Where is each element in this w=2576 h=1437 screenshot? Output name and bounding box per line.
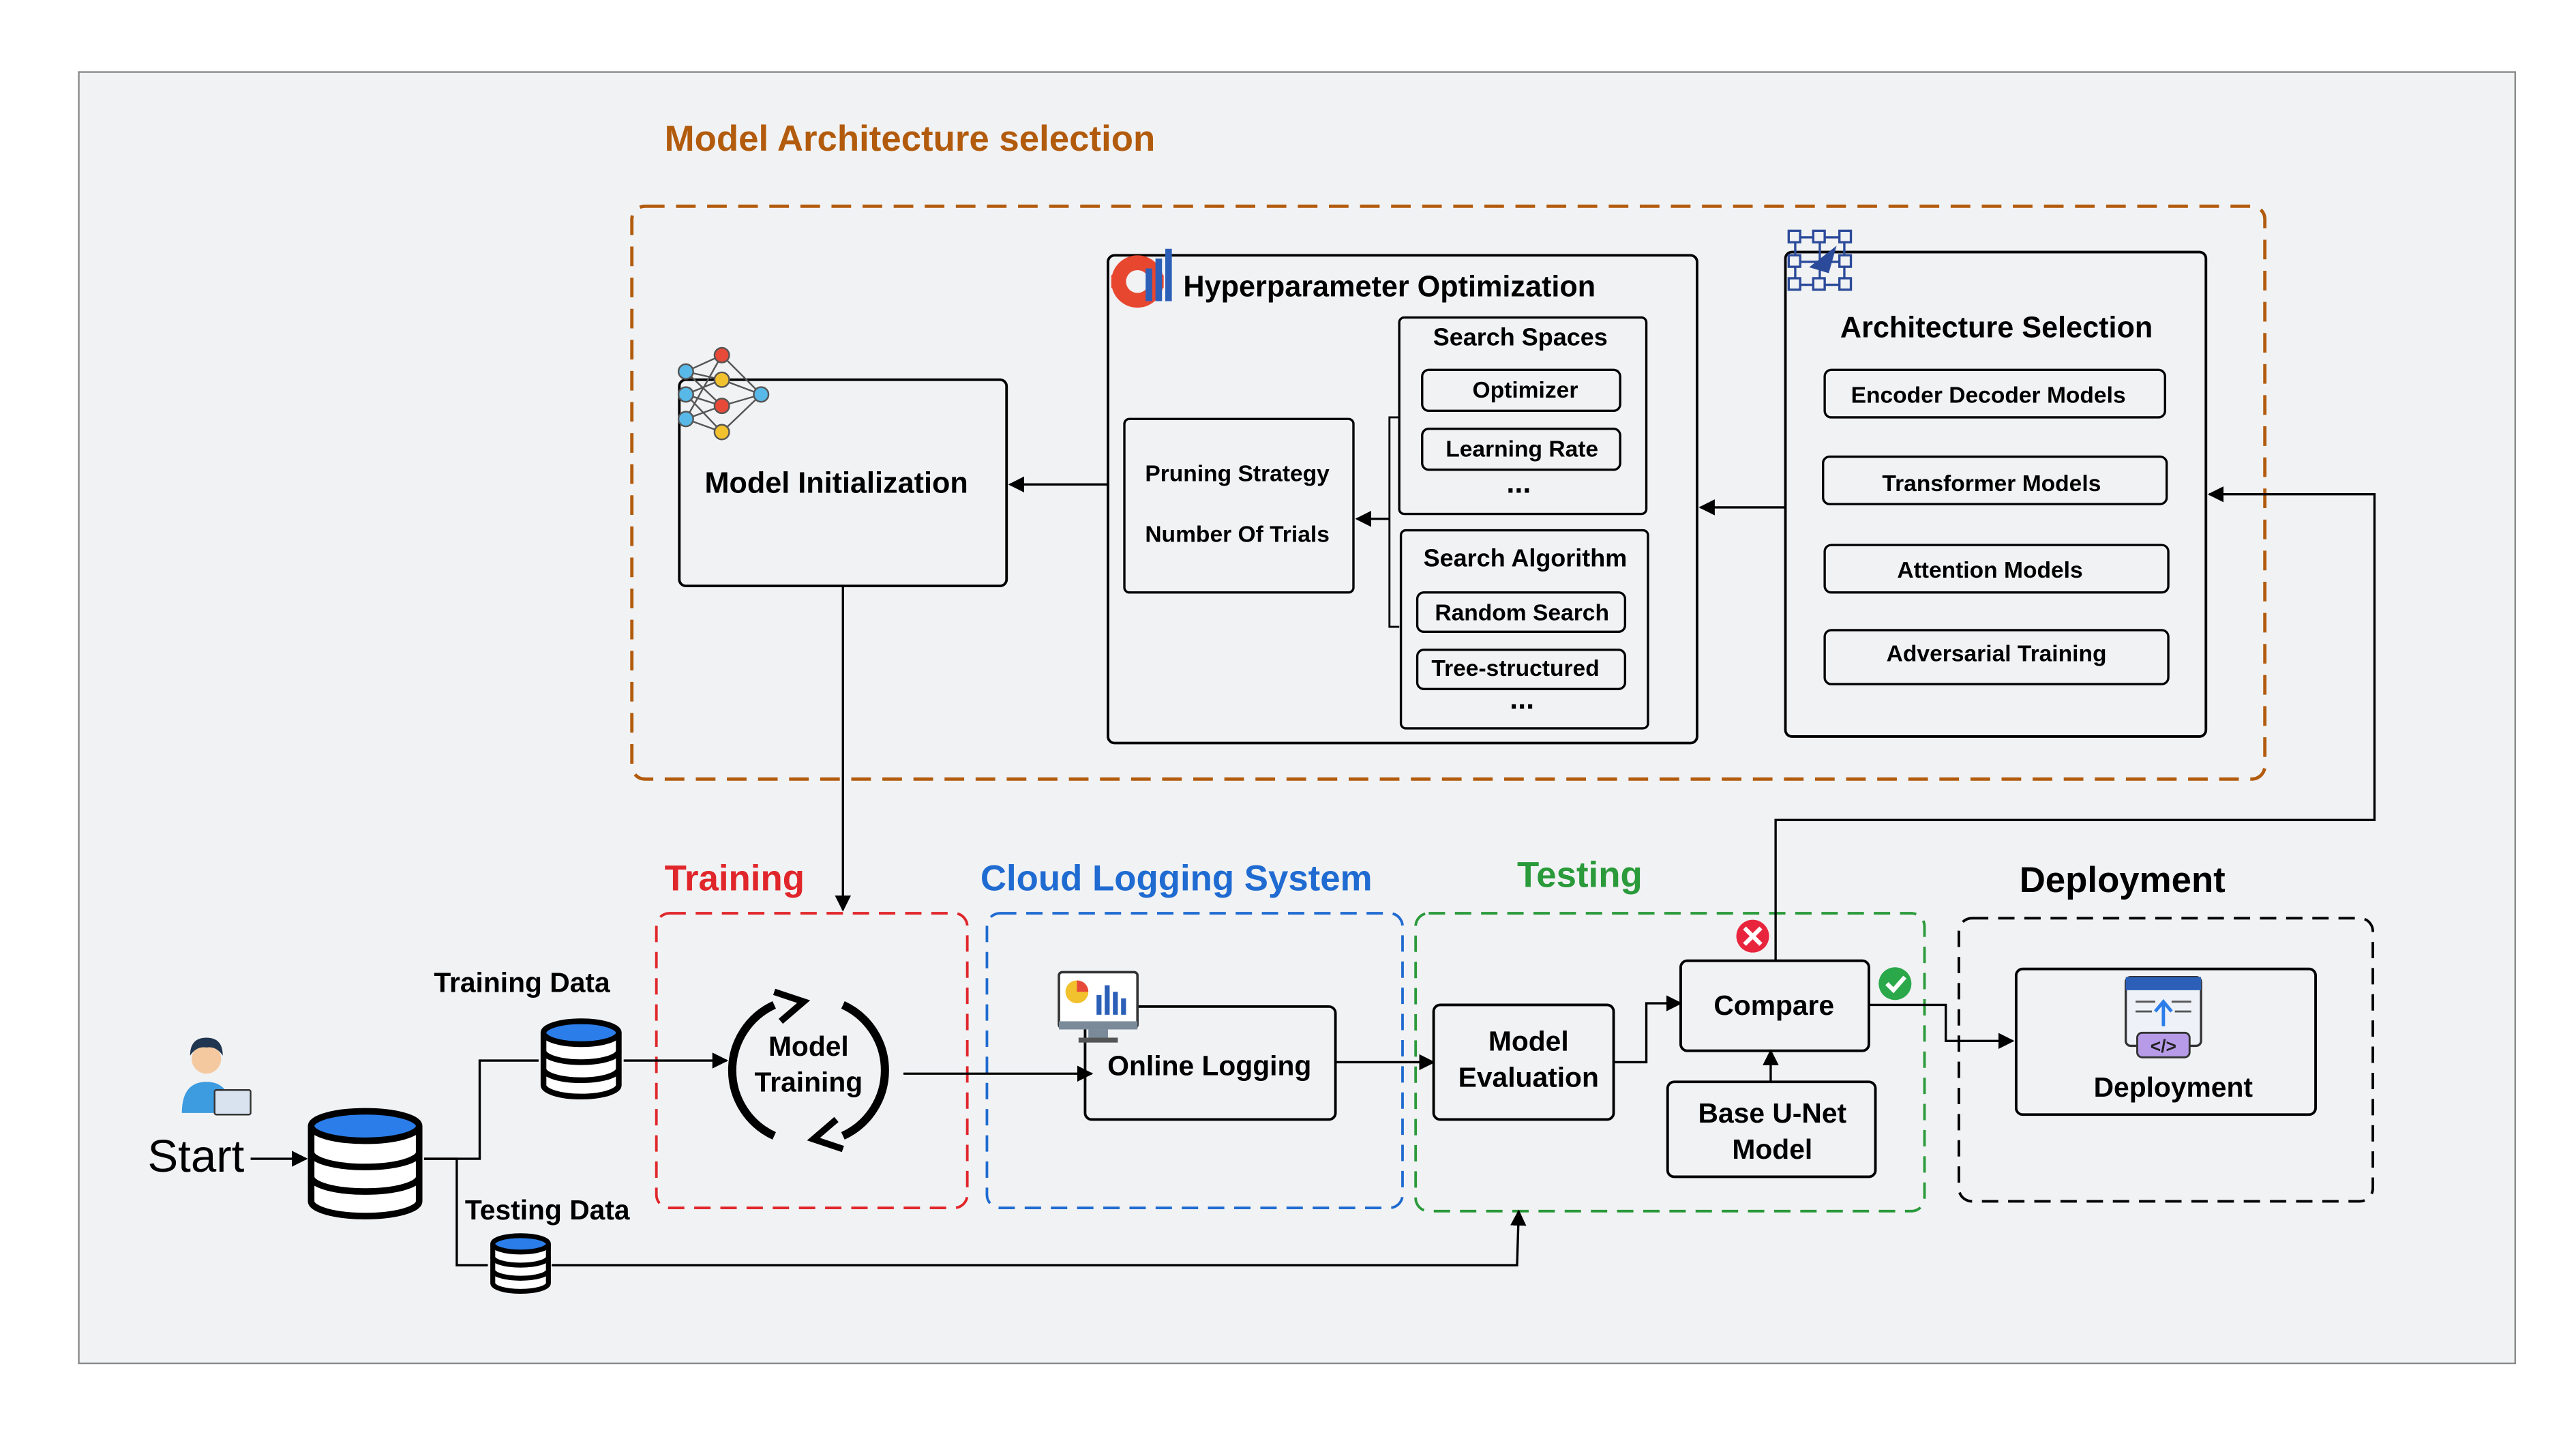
transformer-label: Transformer Models (1882, 471, 2101, 497)
number-of-trials-label: Number Of Trials (1145, 522, 1330, 547)
testing-stage-title: Testing (1517, 855, 1643, 895)
code-window-icon: </> (2125, 975, 2202, 1058)
search-spaces-more: ... (1506, 466, 1531, 499)
cloud-logging-title: Cloud Logging System (980, 858, 1373, 898)
arrow-compare-to-deployment (1868, 1003, 2015, 1050)
search-spaces-title: Search Spaces (1433, 323, 1608, 351)
cycle-arrows-icon (728, 988, 889, 1153)
model-evaluation-line2: Evaluation (1458, 1061, 1599, 1093)
start-label: Start (147, 1131, 244, 1182)
pruning-trials-box[interactable] (1123, 417, 1355, 594)
base-unet-line1: Base U-Net (1698, 1097, 1847, 1129)
attention-option[interactable] (1823, 544, 2170, 594)
arrow-testingdata-to-evaluation (552, 1209, 1527, 1266)
deployment-stage-title: Deployment (2020, 860, 2226, 900)
user-laptop-icon (181, 1037, 252, 1116)
online-logging-label: Online Logging (1107, 1050, 1311, 1082)
adversarial-option[interactable] (1823, 629, 2170, 685)
search-bracket (1388, 416, 1400, 628)
model-evaluation-line1: Model (1488, 1026, 1569, 1057)
random-search-option[interactable] (1416, 591, 1627, 633)
arrow-compare-feedback-to-arch (1774, 486, 2376, 961)
testing-stage-frame (1414, 912, 1926, 1213)
encoder-decoder-option[interactable] (1823, 368, 2166, 419)
training-data-db-icon (540, 1018, 622, 1100)
arrow-evaluation-to-compare (1613, 995, 1683, 1064)
optimizer-option[interactable] (1421, 368, 1621, 413)
green-check-icon (1878, 967, 1912, 1001)
arch-section-frame (630, 204, 2267, 781)
model-training-line2: Training (755, 1067, 863, 1098)
deployment-stage-frame (1957, 917, 2374, 1203)
gear-chart-icon (1111, 248, 1172, 308)
neural-network-icon (677, 346, 770, 441)
model-training-line1: Model (768, 1031, 849, 1062)
cloud-logging-frame (985, 912, 1404, 1209)
tree-structured-label: Tree-structured (1431, 656, 1599, 681)
svg-text:</>: </> (2151, 1036, 2176, 1056)
adversarial-label: Adversarial Training (1887, 642, 2107, 667)
random-search-label: Random Search (1435, 601, 1609, 626)
compare-label: Compare (1713, 990, 1834, 1021)
learning-rate-label: Learning Rate (1446, 437, 1598, 462)
line-db-to-testing-data (423, 1157, 488, 1266)
main-database-icon (308, 1108, 423, 1219)
transformer-option[interactable] (1822, 455, 2168, 505)
encoder-decoder-label: Encoder Decoder Models (1851, 383, 2126, 408)
optimizer-label: Optimizer (1473, 378, 1578, 403)
training-stage-title: Training (665, 858, 805, 898)
tree-structured-option[interactable] (1416, 649, 1627, 690)
attention-label: Attention Models (1897, 558, 2082, 583)
search-algorithm-title: Search Algorithm (1424, 544, 1628, 572)
deployment-label: Deployment (2094, 1071, 2253, 1103)
pruning-strategy-label: Pruning Strategy (1145, 462, 1330, 487)
testing-data-label: Testing Data (465, 1194, 630, 1226)
architecture-selection-title: Architecture Selection (1840, 311, 2153, 344)
search-algorithm-more: ... (1510, 683, 1534, 715)
testing-data-db-icon (490, 1233, 551, 1294)
learning-rate-option[interactable] (1421, 428, 1621, 471)
hpo-title: Hyperparameter Optimization (1183, 270, 1596, 303)
arch-section-title: Model Architecture selection (665, 119, 1156, 159)
base-unet-line2: Model (1732, 1134, 1812, 1165)
model-initialization-label: Model Initialization (705, 466, 968, 499)
training-data-label: Training Data (434, 966, 610, 998)
architecture-grid-icon (1787, 229, 1853, 291)
red-x-icon (1736, 919, 1769, 953)
monitor-chart-icon (1058, 971, 1139, 1043)
